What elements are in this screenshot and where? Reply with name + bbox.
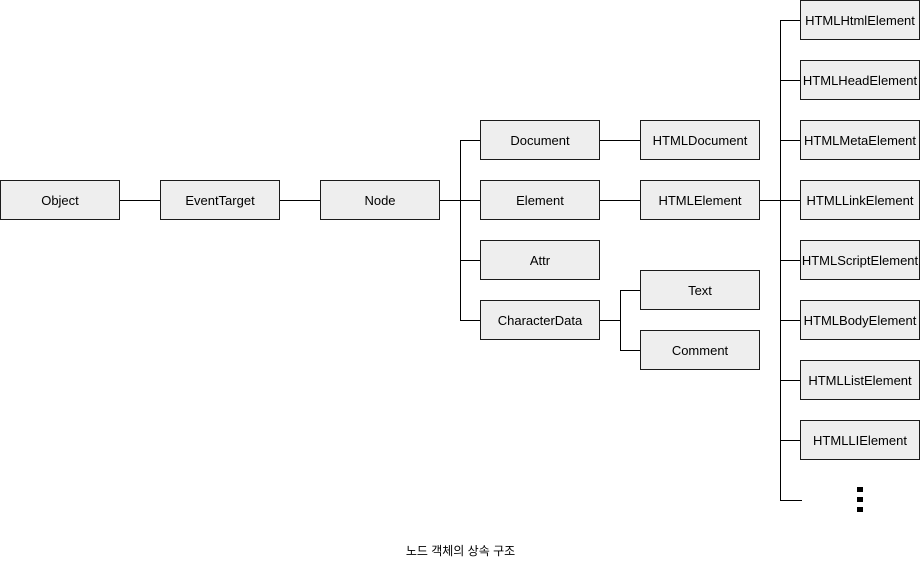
node-attr: Attr	[480, 240, 600, 280]
connector-characterdata-text	[620, 290, 640, 291]
node-label: EventTarget	[185, 192, 255, 208]
node-element: Element	[480, 180, 600, 220]
connector-object-eventtarget	[120, 200, 160, 201]
node-htmllistelement: HTMLListElement	[800, 360, 920, 400]
node-label: HTMLDocument	[652, 132, 748, 148]
node-label: Comment	[671, 342, 729, 358]
node-node: Node	[320, 180, 440, 220]
connector-characterdata-out	[600, 320, 620, 321]
node-document: Document	[480, 120, 600, 160]
connector-htmlelement-htmlheadelement	[780, 80, 800, 81]
node-label: Element	[516, 192, 564, 208]
node-label: HTMLLinkElement	[806, 192, 914, 208]
node-text: Text	[640, 270, 760, 310]
connector-characterdata-trunk	[620, 290, 621, 350]
node-htmlheadelement: HTMLHeadElement	[800, 60, 920, 100]
node-htmlelement: HTMLElement	[640, 180, 760, 220]
node-htmllinkelement: HTMLLinkElement	[800, 180, 920, 220]
node-label: Node	[364, 192, 396, 208]
node-object: Object	[0, 180, 120, 220]
node-label: HTMLScriptElement	[801, 252, 919, 268]
node-label: HTMLHeadElement	[802, 72, 918, 88]
node-label: HTMLLIElement	[813, 432, 907, 448]
node-label: HTMLBodyElement	[803, 312, 917, 328]
node-htmlscriptelement: HTMLScriptElement	[800, 240, 920, 280]
node-label: HTMLElement	[658, 192, 742, 208]
node-label: HTMLMetaElement	[804, 132, 916, 148]
node-comment: Comment	[640, 330, 760, 370]
connector-node-characterdata	[460, 320, 480, 321]
connector-characterdata-comment	[620, 350, 640, 351]
node-eventtarget: EventTarget	[160, 180, 280, 220]
connector-element-htmlelement	[600, 200, 640, 201]
vertical-ellipsis-icon	[857, 487, 863, 512]
connector-node-attr	[460, 260, 480, 261]
node-htmldocument: HTMLDocument	[640, 120, 760, 160]
connector-htmlelement-htmlscriptelement	[780, 260, 800, 261]
node-label: Document	[510, 132, 570, 148]
connector-node-trunk	[460, 140, 461, 320]
node-label: Text	[688, 282, 712, 298]
node-htmlmetaelement: HTMLMetaElement	[800, 120, 920, 160]
connector-eventtarget-node	[280, 200, 320, 201]
node-label: HTMLListElement	[808, 372, 912, 388]
connector-htmlelement-htmlhtmlelement	[780, 20, 800, 21]
connector-document-htmldocument	[600, 140, 640, 141]
node-label: HTMLHtmlElement	[805, 12, 915, 28]
connector-htmlelement-htmlbodyelement	[780, 320, 800, 321]
diagram-caption: 노드 객체의 상속 구조	[405, 544, 516, 558]
connector-htmlelement-htmllistelement	[780, 380, 800, 381]
connector-htmlelement-htmlmetaelement	[780, 140, 800, 141]
connector-node-document	[460, 140, 480, 141]
connector-htmlelement-more	[780, 500, 802, 501]
node-label: CharacterData	[497, 312, 583, 328]
node-htmlhtmlelement: HTMLHtmlElement	[800, 0, 920, 40]
node-htmlbodyelement: HTMLBodyElement	[800, 300, 920, 340]
node-label: Object	[41, 192, 79, 208]
node-label: Attr	[529, 252, 551, 268]
node-characterdata: CharacterData	[480, 300, 600, 340]
connector-htmlelement-htmllielement	[780, 440, 800, 441]
node-htmllielement: HTMLLIElement	[800, 420, 920, 460]
